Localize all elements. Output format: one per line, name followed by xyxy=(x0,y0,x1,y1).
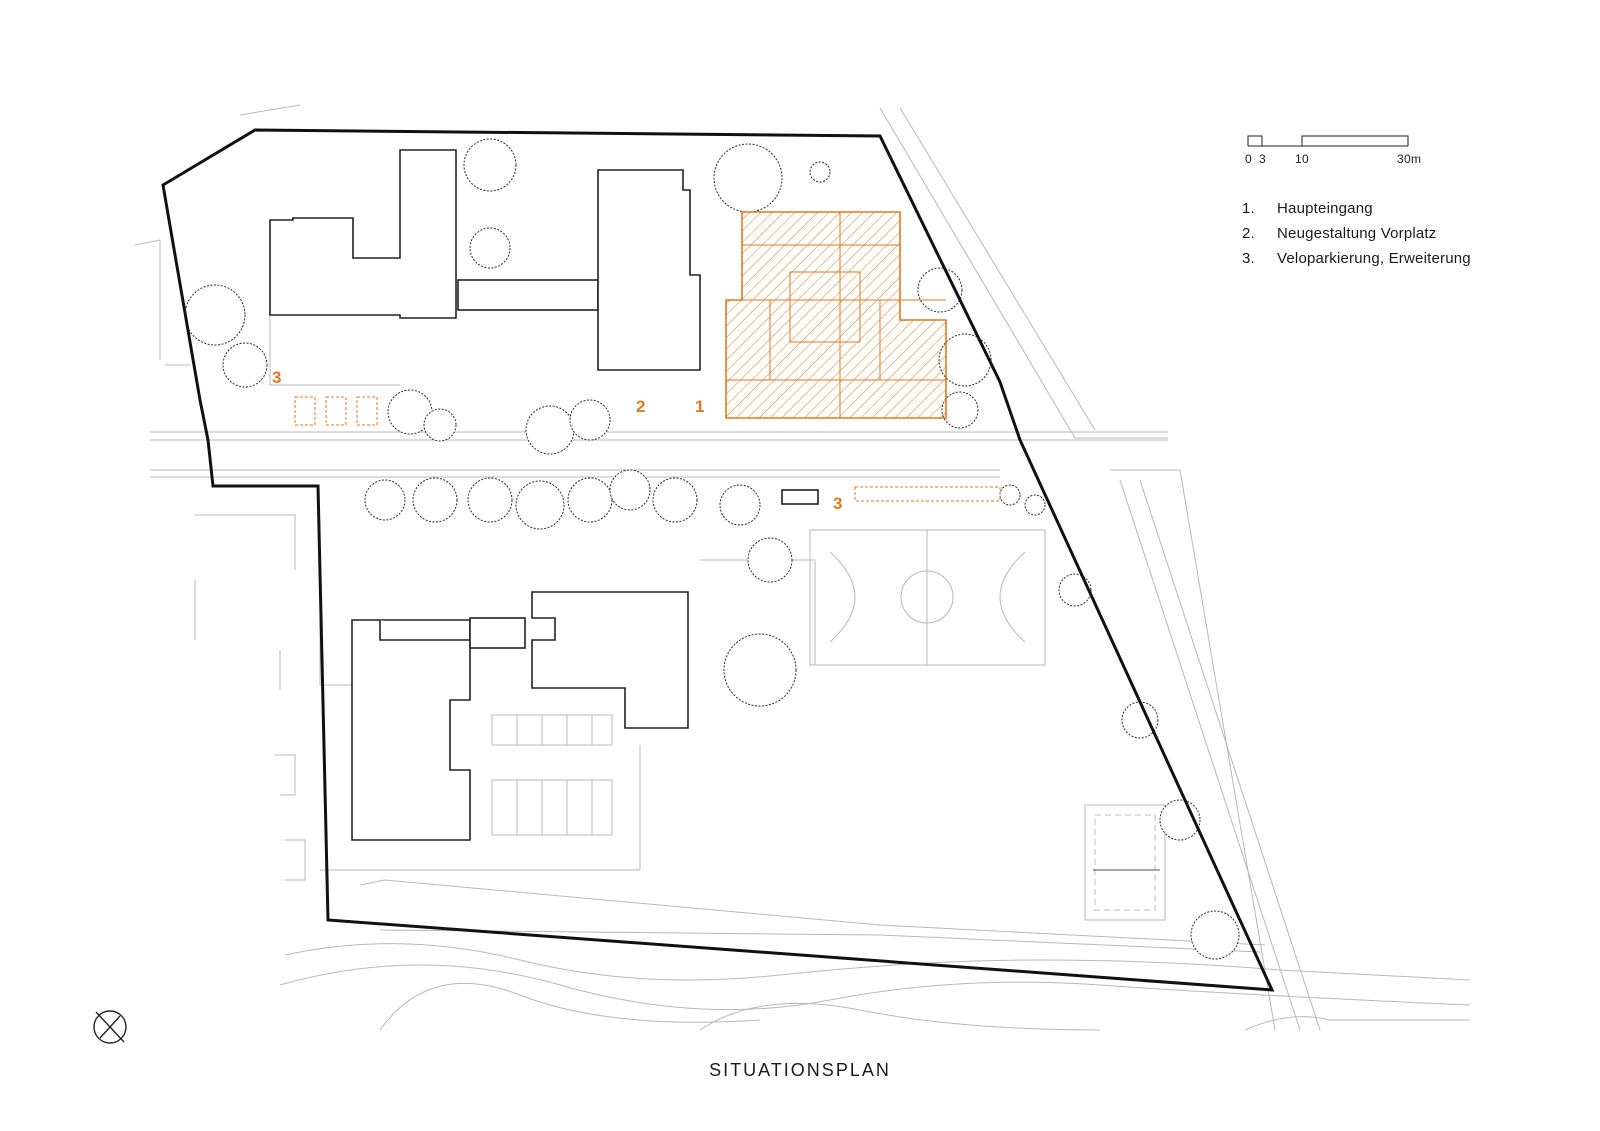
context-streets xyxy=(134,104,1471,1031)
site-boundary xyxy=(161,128,1275,992)
plan-title: SITUATIONSPLAN xyxy=(709,1060,891,1080)
plan-label-1: 1 xyxy=(695,397,705,416)
legend-item: 1. Haupteingang xyxy=(1242,196,1471,221)
scale-bar xyxy=(1247,135,1409,147)
plan-label-3-west: 3 xyxy=(272,368,282,387)
legend-item: 3. Veloparkierung, Erweiterung xyxy=(1242,246,1471,271)
scale-label-3: 3 xyxy=(1259,152,1266,166)
existing-buildings xyxy=(269,149,819,841)
plan-label-3-east: 3 xyxy=(833,494,843,513)
bike-parking xyxy=(294,396,1001,502)
new-building xyxy=(725,211,947,419)
scale-label-10: 10 xyxy=(1295,152,1309,166)
legend-label: Neugestaltung Vorplatz xyxy=(1277,225,1437,242)
trees xyxy=(184,138,1240,960)
legend-number: 1. xyxy=(1242,200,1255,217)
legend-item: 2. Neugestaltung Vorplatz xyxy=(1242,221,1471,246)
legend-label: Haupteingang xyxy=(1277,200,1373,217)
scale-labels: 0 3 10 30m xyxy=(1245,130,1425,170)
legend-label: Veloparkierung, Erweiterung xyxy=(1277,250,1471,267)
north-arrow-icon xyxy=(93,1010,127,1044)
plan-label-2: 2 xyxy=(636,397,646,416)
legend: 1. Haupteingang 2. Neugestaltung Vorplat… xyxy=(1242,196,1471,271)
scale-label-30: 30m xyxy=(1397,152,1422,166)
legend-number: 2. xyxy=(1242,225,1255,242)
legend-number: 3. xyxy=(1242,250,1255,267)
scale-label-0: 0 xyxy=(1245,152,1252,166)
